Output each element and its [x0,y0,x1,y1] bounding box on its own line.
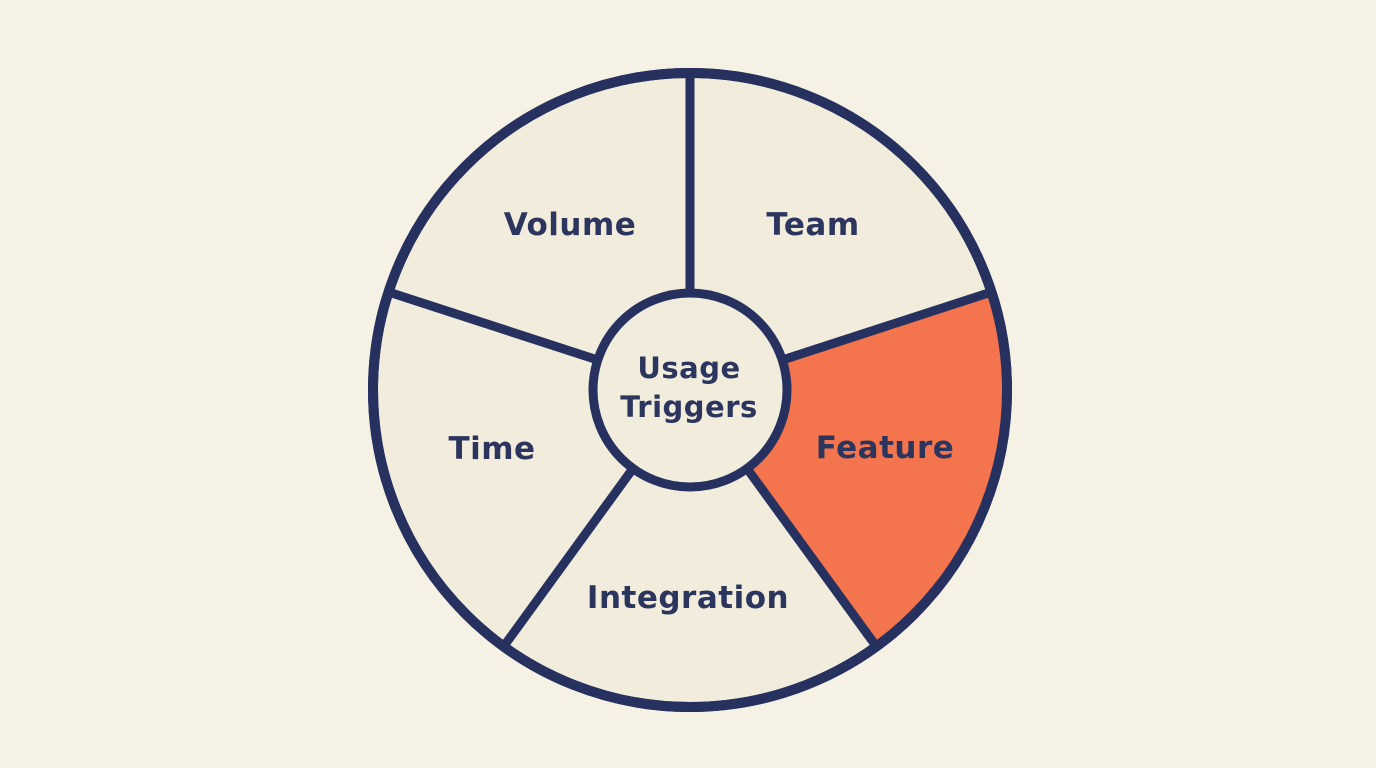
segment-label-time: Time [448,431,535,467]
segment-label-feature: Feature [816,430,955,466]
hub-circle [588,288,792,492]
hub-title-line2: Triggers [620,390,758,424]
segment-label-integration: Integration [587,580,789,616]
hub-title-line1: Usage [637,351,740,385]
segment-label-volume: Volume [504,207,637,243]
segment-label-team: Team [766,207,859,243]
wheel-outer-ring-stroke [368,68,1012,712]
